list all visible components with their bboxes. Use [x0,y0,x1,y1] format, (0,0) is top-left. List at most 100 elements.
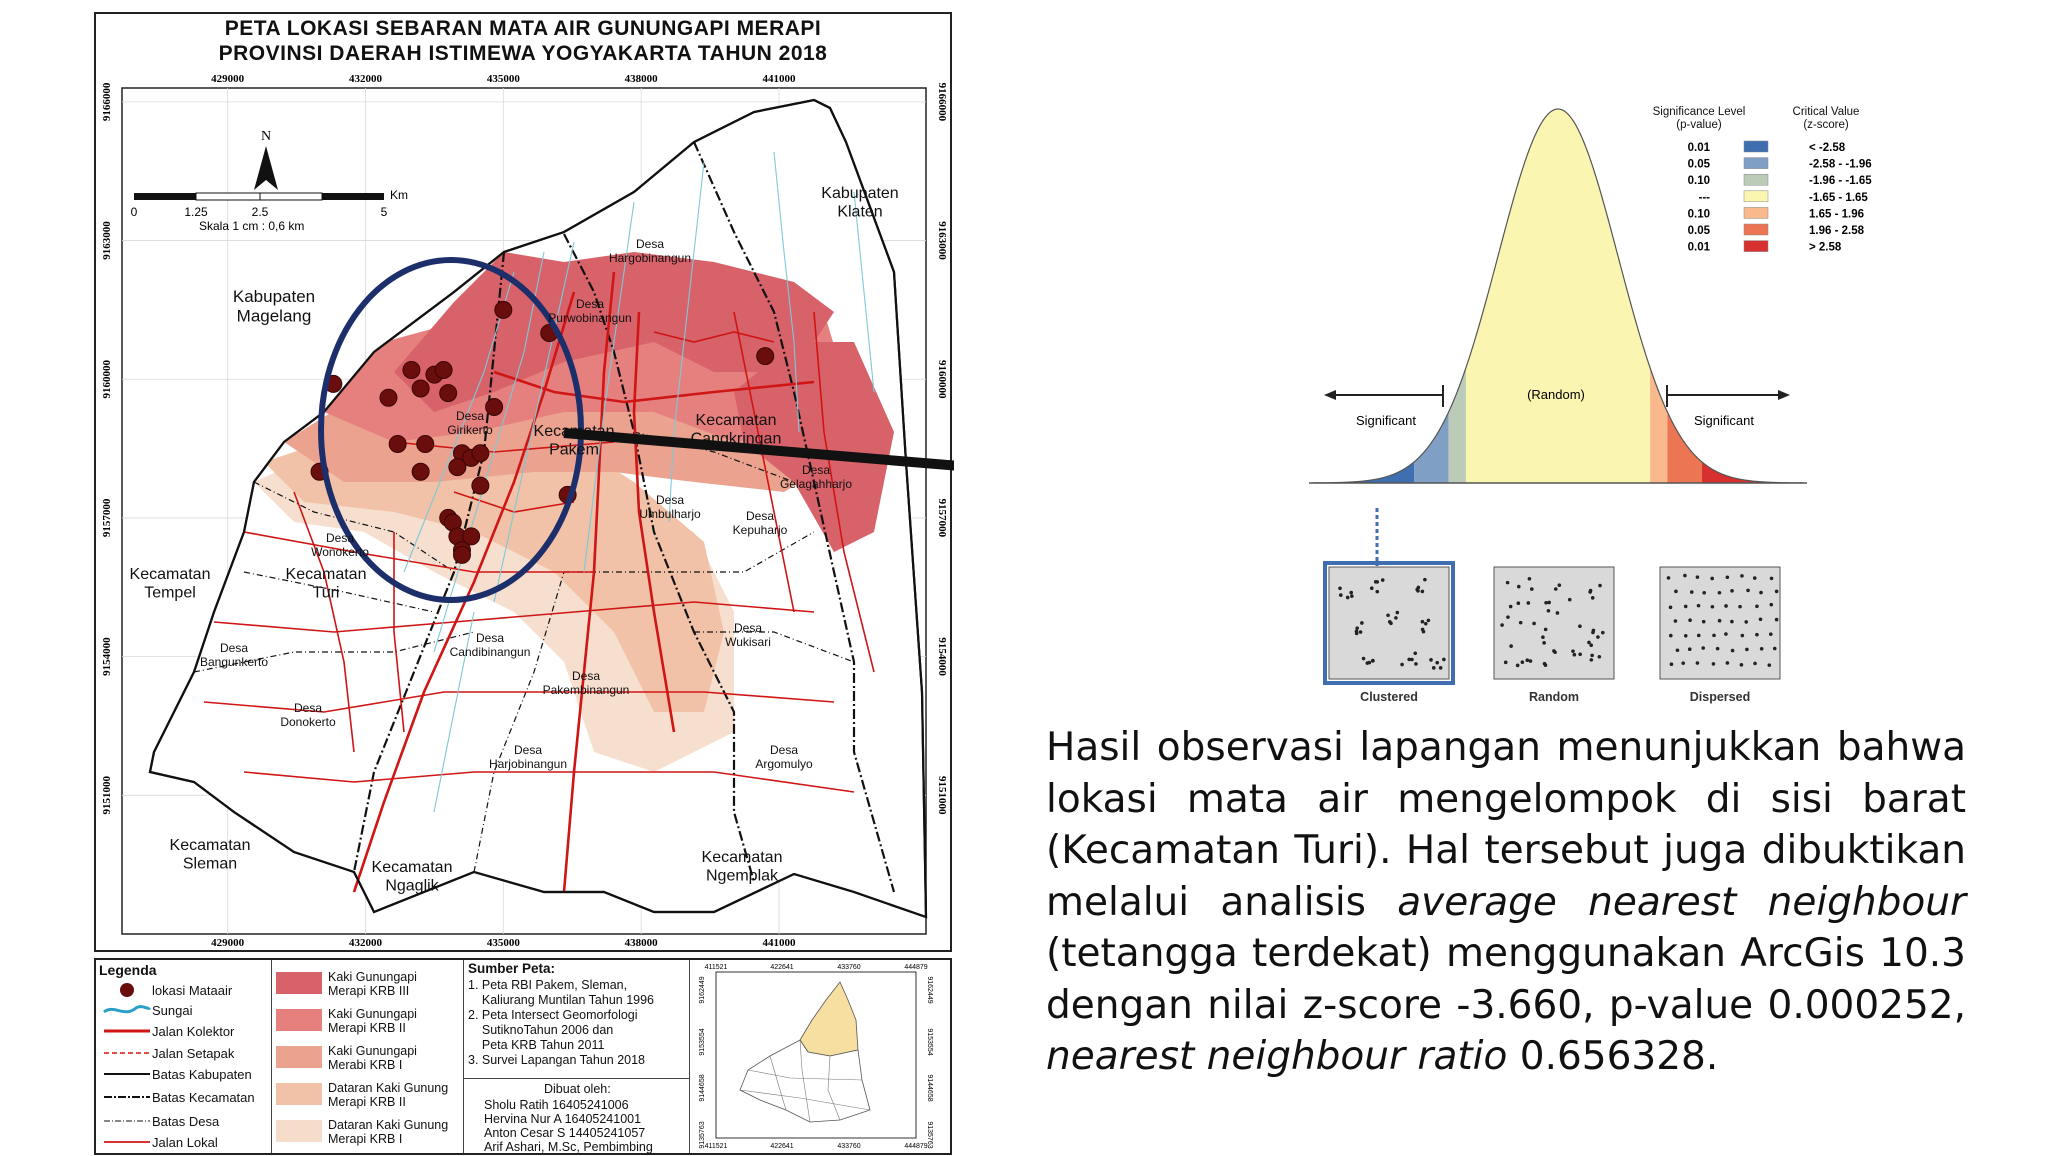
map-title: PETA LOKASI SEBARAN MATA AIR GUNUNGAPI M… [94,16,952,66]
pattern-dot [1345,595,1350,600]
river-line [433,611,475,813]
pattern-dot [1386,613,1390,618]
pattern-label: Random [1529,690,1579,704]
y-tick-left: 9160000 [101,359,113,398]
z-score-range: > 2.58 [1809,242,1842,254]
y-tick-left: 9163000 [101,221,113,260]
normal-curve [1309,108,1807,484]
pattern-dot [1557,583,1562,587]
north-arrow: N [254,129,278,190]
curve-segment [1465,109,1651,484]
pattern-dot [1759,590,1763,595]
legend-item-river: Sungai [102,1000,192,1020]
pattern-dot [1526,601,1531,605]
pattern-dot [1738,604,1742,609]
map-tick-labels: 4290004290004320004320004350004350004380… [101,73,948,949]
spring-point [471,476,490,495]
spring-point [411,379,430,398]
p-value: --- [1699,192,1711,204]
river-line [433,251,545,653]
source-line: 3. Survei Lapangan Tahun 2018 [468,1053,646,1067]
road-line [213,601,815,633]
pattern-dot [1767,663,1772,667]
inset-boundary [747,1069,863,1081]
pattern-dot [1696,633,1701,638]
sources-title: Sumber Peta: [468,961,556,976]
pattern-dot [1740,574,1744,578]
pattern-dot [1567,597,1572,602]
critical-swatch [1743,173,1769,186]
road-line [733,311,795,613]
pattern-dot [1669,662,1674,667]
spring-dot-icon [102,980,152,1000]
inset-x-tick-bottom: 433760 [837,1143,860,1150]
y-tick-right: 9151000 [936,776,948,815]
road-line [653,331,775,343]
pattern-dot [1518,620,1523,625]
pattern-dot [1515,663,1520,668]
scale-number: 5 [381,205,388,219]
pattern-dot [1675,648,1680,653]
x-tick-top: 429000 [211,73,245,85]
pattern-dot [1369,586,1374,591]
pattern-dot [1758,617,1763,622]
krb-swatch [276,972,322,994]
pattern-dot [1506,615,1510,619]
y-tick-right: 9154000 [936,637,948,676]
x-tick-top: 432000 [349,73,383,85]
pattern-dot [1725,575,1730,580]
pattern-dot [1375,589,1380,594]
pattern-dot [1438,666,1443,670]
pattern-dot [1712,633,1716,638]
pattern-dot [1578,624,1582,629]
pattern-dot [1553,587,1558,591]
district-boundary-icon [102,1087,152,1107]
scale-unit: Km [390,188,408,202]
critical-swatch [1743,223,1769,236]
critical-swatch [1743,190,1769,203]
pattern-dot [1696,603,1701,608]
y-tick-right: 9157000 [936,499,948,538]
pattern-dot [1355,626,1359,630]
pattern-dot [1361,656,1366,661]
spring-point [448,458,467,477]
scale-bar [134,192,384,201]
spring-locations [310,300,775,564]
pattern-dot [1394,616,1398,620]
pattern-dot [1746,588,1750,593]
pattern-dot [1423,621,1428,626]
boundary-line [193,631,475,673]
source-line: Kaliurang Muntilan Tahun 1996 [468,993,655,1007]
pattern-dot [1755,632,1759,637]
x-tick-bottom: 429000 [211,937,245,949]
inset-boundary [827,1055,841,1121]
desa-boundaries [193,141,896,893]
boundary-line [694,631,855,663]
term-average-nearest-neighbour: average nearest neighbour [1397,879,1966,925]
legend-item-spring: lokasi Mataair [102,980,232,1000]
pattern-dot [1589,658,1594,662]
krb-swatch [276,1120,322,1142]
inset-boundary [739,1089,871,1111]
pattern-box-dispersed [1659,566,1781,680]
pattern-dot [1542,641,1546,645]
krb-zones [254,252,894,772]
y-tick-left: 9151000 [101,776,113,815]
pattern-dot [1701,619,1706,624]
pattern-dot [1532,621,1536,626]
